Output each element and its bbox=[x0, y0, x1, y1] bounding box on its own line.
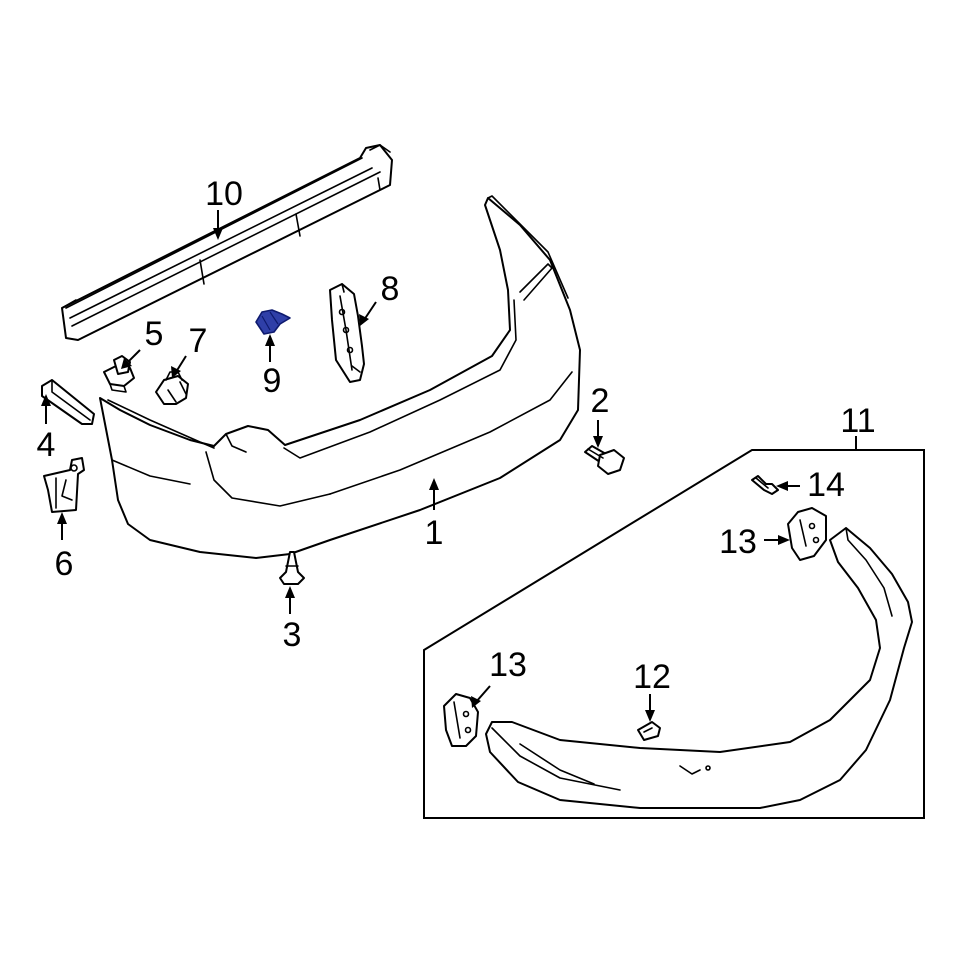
lower-valance-part[interactable] bbox=[485, 527, 913, 809]
side-bracket-part[interactable] bbox=[43, 457, 85, 513]
callout-4: 4 bbox=[37, 426, 56, 464]
bumper-cover-part[interactable] bbox=[99, 195, 581, 559]
callout-11: 11 bbox=[840, 402, 875, 440]
right-bracket-part[interactable] bbox=[787, 507, 827, 561]
callout-9: 9 bbox=[263, 362, 282, 400]
callout-6: 6 bbox=[55, 545, 74, 583]
small-screw-part[interactable] bbox=[751, 475, 779, 495]
left-bracket-part[interactable] bbox=[443, 693, 479, 747]
callout-10: 10 bbox=[205, 175, 243, 213]
callout-13-left: 13 bbox=[489, 646, 527, 684]
callout-8: 8 bbox=[381, 270, 400, 308]
callout-1: 1 bbox=[425, 514, 444, 552]
callout-14: 14 bbox=[807, 466, 845, 504]
spacer-strip-part[interactable] bbox=[41, 379, 95, 425]
callout-labels: 10 5 7 9 8 4 6 1 2 3 11 14 13 13 12 bbox=[37, 175, 876, 696]
small-clip-part[interactable] bbox=[637, 721, 661, 741]
part-11-group-box bbox=[423, 449, 925, 819]
highlighted-clip-part[interactable] bbox=[255, 309, 291, 335]
callout-13-right: 13 bbox=[719, 523, 757, 561]
vertical-bracket-part[interactable] bbox=[329, 283, 365, 383]
callout-7: 7 bbox=[189, 322, 208, 360]
callout-2: 2 bbox=[591, 382, 610, 420]
callout-3: 3 bbox=[283, 616, 302, 654]
callout-5: 5 bbox=[145, 315, 164, 353]
callout-12: 12 bbox=[633, 658, 671, 696]
leader-lines bbox=[41, 210, 857, 722]
push-clip-part[interactable] bbox=[279, 551, 305, 585]
reinforcement-bar-part[interactable] bbox=[61, 144, 393, 341]
bolt-part[interactable] bbox=[584, 445, 625, 475]
